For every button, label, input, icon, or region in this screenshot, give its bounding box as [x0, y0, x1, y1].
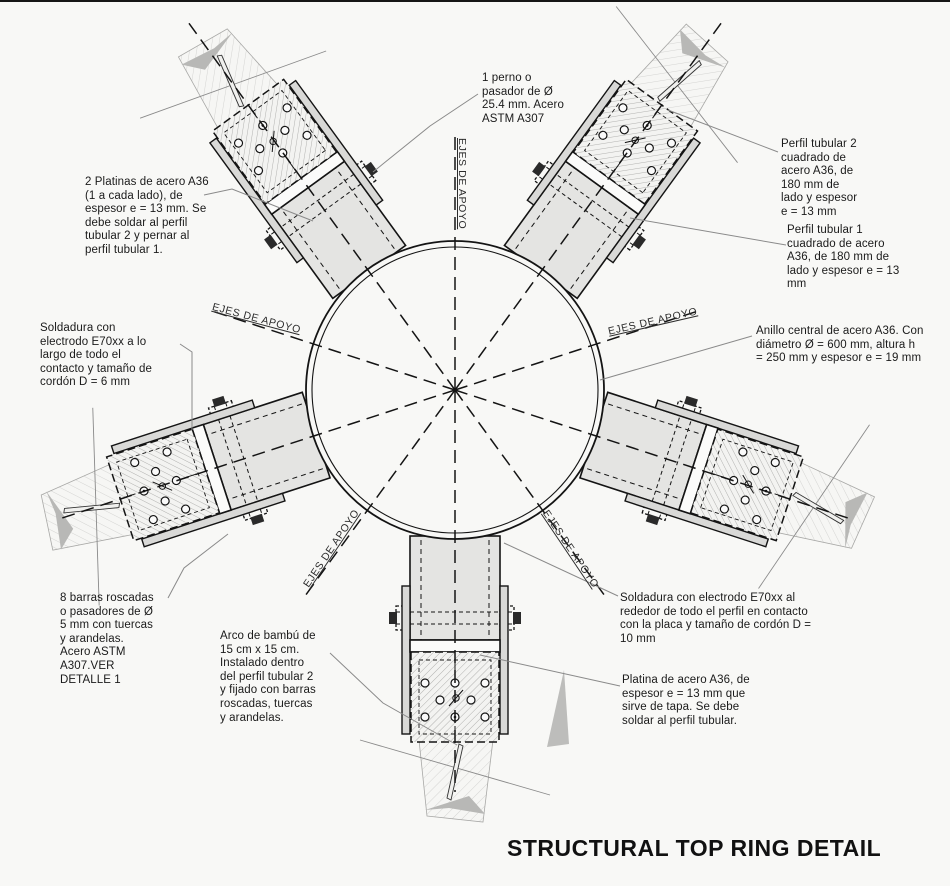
annotation-perno: 1 perno o pasador de Ø 25.4 mm. Acero AS…: [482, 72, 564, 125]
leader-lines: [167, 93, 787, 746]
axis-line: [211, 310, 456, 391]
annotation-soldadura-10: Soldadura con electrodo E70xx al rededor…: [620, 592, 812, 645]
leader-barras: [167, 533, 229, 599]
axis-label-top: EJES DE APOYO: [456, 138, 468, 230]
annotation-perfil-2: Perfil tubular 2 cuadrado de acero A36, …: [781, 138, 858, 218]
annotation-soldadura-6: Soldadura con electrodo E70xx a lo largo…: [40, 322, 152, 389]
axis-line: [55, 389, 456, 521]
axis-line: [454, 21, 723, 391]
support-axis-lines: [55, 21, 855, 792]
axis-line: [187, 21, 456, 391]
leader-anillo: [599, 335, 753, 381]
annotation-arco: Arco de bambú de 15 cm x 15 cm. Instalad…: [220, 630, 316, 724]
leader-perno: [372, 93, 479, 173]
axis-line: [454, 389, 855, 521]
axis-line: [454, 310, 699, 391]
axis-line: [304, 389, 456, 597]
leader-perfil-2: [667, 109, 779, 153]
annotation-barras: 8 barras roscadas o pasadores de Ø 5 mm …: [60, 592, 154, 686]
leader-arco: [329, 652, 458, 746]
annotation-perfil-1: Perfil tubular 1 cuadrado de acero A36, …: [787, 224, 900, 291]
leader-perfil-1: [629, 217, 787, 246]
annotation-platinas: 2 Platinas de acero A36 (1 a cada lado),…: [85, 176, 209, 256]
annotation-platina-tapa: Platina de acero A36, de espesor e = 13 …: [622, 674, 750, 727]
annotation-anillo: Anillo central de acero A36. Con diámetr…: [756, 325, 924, 365]
break-wedge-detail: [547, 670, 569, 747]
drawing-title: STRUCTURAL TOP RING DETAIL: [507, 835, 882, 861]
leader-soldadura-6: [179, 343, 193, 430]
leader-platina-tapa: [479, 654, 621, 687]
leader-platinas: [203, 188, 314, 222]
axis-line: [454, 389, 606, 597]
leader-soldadura-10: [503, 542, 619, 597]
